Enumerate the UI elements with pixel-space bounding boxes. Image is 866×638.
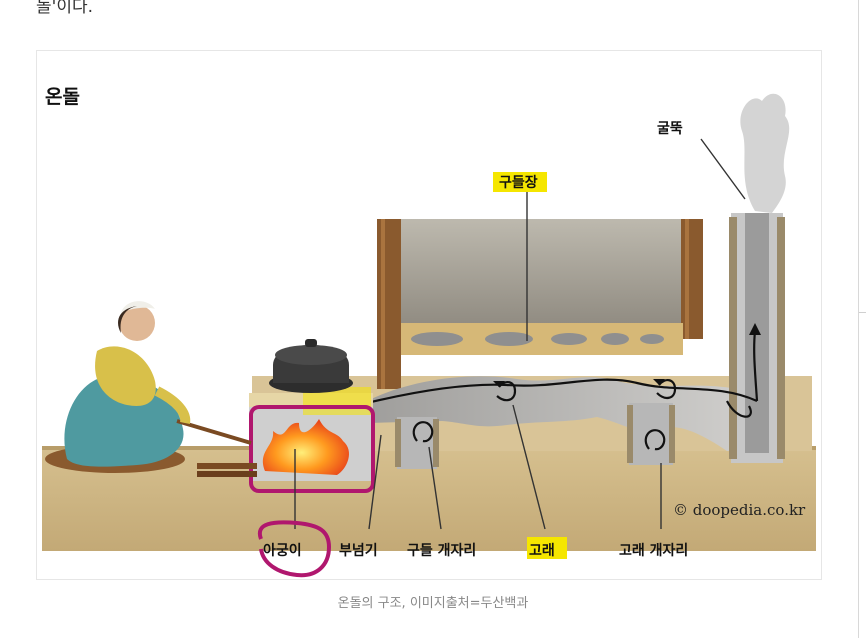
agungi-annotation-box	[249, 405, 375, 493]
ondol-figure: 온돌 굴뚝 구들장 아궁이 부넘기 구들 개자리 고래 고래 개자리 © doo…	[36, 50, 822, 580]
label-gudeul-gaejari: 구들 개자리	[407, 543, 476, 559]
gorae-gaejari	[629, 403, 673, 465]
right-divider	[858, 0, 859, 638]
fire	[262, 419, 350, 475]
figure-title: 온돌	[45, 86, 80, 108]
right-wall	[681, 219, 703, 339]
room-interior	[389, 219, 685, 329]
agungi-annotation-circle	[257, 520, 332, 578]
label-gorae-gaejari: 고래 개자리	[619, 543, 688, 559]
woman-figure	[45, 301, 252, 473]
credit-text: © doopedia.co.kr	[673, 501, 806, 519]
article-text-fragment: 돌'이다.	[36, 0, 93, 17]
gorae-highlight	[527, 537, 567, 559]
figure-caption: 온돌의 구조, 이미지출처=두산백과	[337, 596, 529, 611]
label-chimney: 굴뚝	[657, 121, 683, 137]
label-buneomgi: 부넘기	[339, 543, 378, 559]
label-gudeuljang: 구들장	[499, 174, 538, 191]
gudeuljang-highlight	[493, 172, 547, 192]
ondol-illustration: 온돌 굴뚝 구들장 아궁이 부넘기 구들 개자리 고래 고래 개자리 © doo…	[42, 86, 816, 578]
label-gorae: 고래	[529, 543, 555, 559]
chimney-smoke	[740, 93, 790, 213]
label-agungi: 아궁이	[263, 542, 302, 559]
gorae-smoke	[367, 376, 752, 451]
left-wall	[377, 219, 401, 389]
right-divider-tick	[859, 312, 866, 313]
